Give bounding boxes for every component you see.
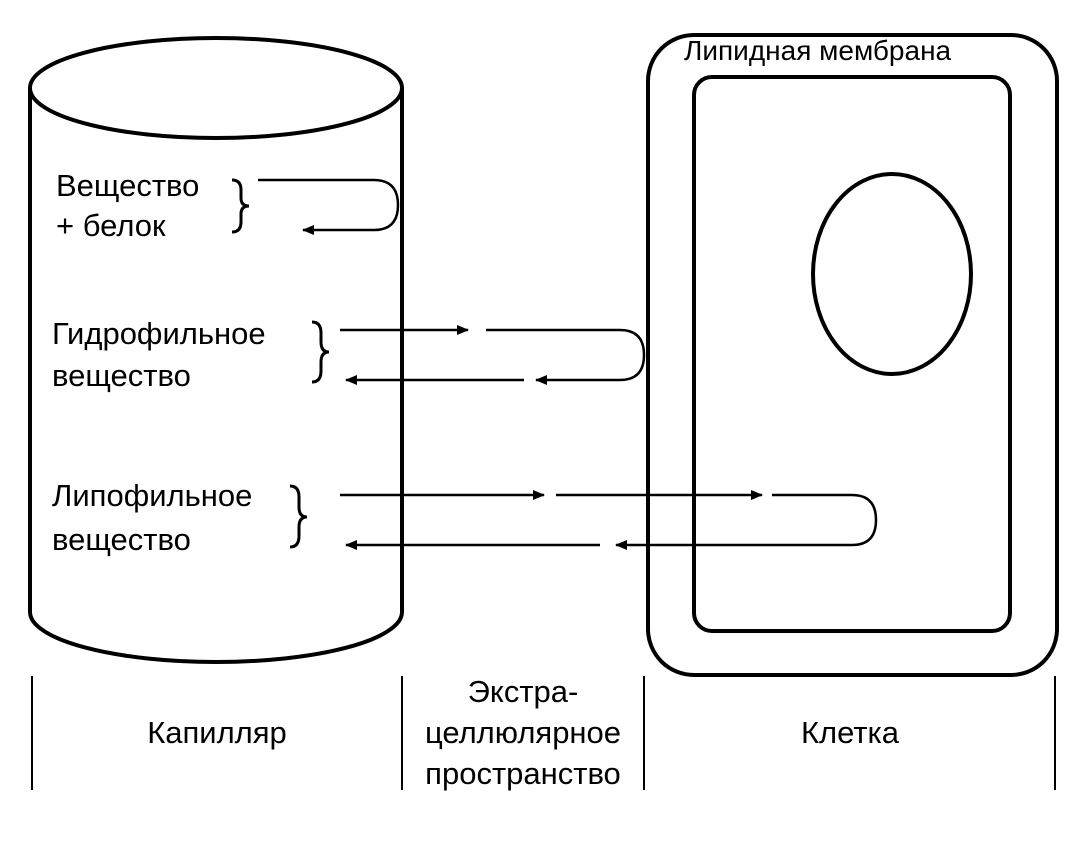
hydrophilic-label-line2: вещество: [52, 358, 191, 393]
brace-protein-bound: [231, 178, 250, 234]
lipophilic-label-line2: вещество: [52, 522, 191, 557]
protein-bound-loop: [258, 178, 400, 235]
flow-arrows: [258, 178, 878, 550]
brace-hydrophilic: [311, 320, 330, 384]
cylinder-body: [28, 88, 404, 664]
region-capillary-label: Капилляр: [147, 715, 287, 750]
region-extracellular-label-line1: Экстра-: [468, 674, 579, 709]
protein-bound-label-line2: + белок: [56, 208, 166, 243]
braces: [231, 178, 330, 549]
region-cell-label: Клетка: [801, 715, 900, 750]
hydrophilic-loop: [486, 328, 646, 385]
cell-outer-membrane: [646, 33, 1059, 677]
cell-nucleus: [811, 172, 973, 376]
lipophilic-label-line1: Липофильное: [52, 478, 252, 513]
lipophilic-loop: [615, 493, 878, 550]
cylinder-top: [28, 36, 404, 140]
cell-inner-membrane: [692, 75, 1012, 633]
capillary-cylinder: [28, 36, 404, 664]
protein-bound-label-line1: Вещество: [56, 168, 199, 203]
region-extracellular-label-line3: пространство: [425, 756, 621, 791]
hydrophilic-label-line1: Гидрофильное: [52, 316, 266, 351]
membrane-label: Липидная мембрана: [684, 35, 952, 66]
brace-lipophilic: [289, 484, 308, 549]
cell: [646, 33, 1059, 677]
region-dividers: [31, 676, 1056, 790]
region-extracellular-label-line2: целлюлярное: [425, 715, 621, 750]
